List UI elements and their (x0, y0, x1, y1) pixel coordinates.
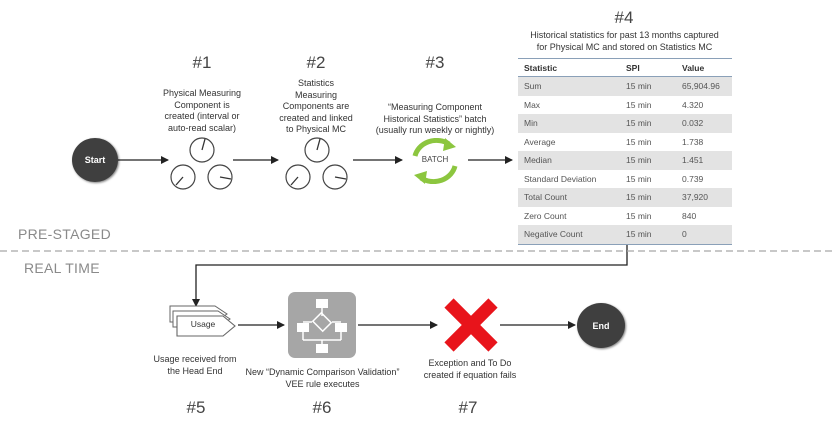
caption-line: Components are (282, 101, 350, 111)
table-cell: 65,904.96 (676, 76, 732, 96)
caption-line: Measuring (294, 89, 338, 100)
start-node-label: Start (84, 155, 106, 165)
table-cell: 4.320 (676, 95, 732, 114)
table-cell: 15 min (620, 132, 676, 151)
caption-line: Statistics (297, 78, 334, 88)
end-node: End (577, 303, 625, 348)
section-label-realtime: REAL TIME (24, 260, 100, 276)
caption-line: created (interval or (164, 111, 240, 121)
caption-line: Historical statistics for past 13 months… (530, 30, 719, 40)
caption-line: Usage received from (153, 354, 237, 364)
table-cell: 0 (676, 225, 732, 245)
statistics-meters-icon (285, 137, 348, 190)
batch-label: BATCH (421, 155, 449, 164)
table-cell: 15 min (620, 114, 676, 133)
section-label-prestaged: PRE-STAGED (18, 226, 111, 242)
table-cell: Zero Count (518, 206, 620, 225)
arrow-4-to-5 (192, 242, 628, 307)
step-4-number: #4 (614, 8, 634, 27)
caption-line: Physical Measuring (162, 88, 242, 98)
table-cell: Max (518, 95, 620, 114)
table-cell: Standard Deviation (518, 169, 620, 188)
step-7-caption: Exception and To Do created if equation … (415, 358, 525, 381)
caption-line: (usually run weekly or nightly) (375, 125, 495, 135)
step-5-caption: Usage received from the Head End (140, 354, 250, 377)
caption-line: for Physical MC and stored on Statistics… (536, 41, 713, 52)
caption-line: VEE rule executes (285, 378, 360, 389)
step-6-number: #6 (312, 398, 332, 417)
table-cell: 0.739 (676, 169, 732, 188)
table-cell: Total Count (518, 188, 620, 207)
table-cell: 15 min (620, 169, 676, 188)
table-header: Statistic (518, 58, 620, 77)
step-3-number: #3 (425, 53, 445, 72)
table-header: Value (676, 58, 732, 77)
red-x-icon (444, 298, 498, 352)
table-cell: 15 min (620, 188, 676, 207)
caption-line: created and linked (279, 112, 353, 123)
usage-documents-icon (169, 305, 236, 337)
caption-line: Historical Statistics” batch (383, 113, 487, 124)
table-cell: 1.451 (676, 151, 732, 170)
table-cell: 15 min (620, 95, 676, 114)
caption-line: to Physical MC (285, 124, 347, 134)
caption-line: the Head End (167, 365, 223, 376)
step-1-number: #1 (192, 53, 212, 72)
step-3-caption: “Measuring Component Historical Statisti… (365, 102, 505, 137)
step-2-number: #2 (306, 53, 326, 72)
table-cell: Average (518, 132, 620, 151)
caption-line: created if equation fails (423, 369, 517, 380)
step-1-caption: Physical Measuring Component is created … (152, 88, 252, 134)
table-cell: 840 (676, 206, 732, 225)
table-cell: Min (518, 114, 620, 133)
caption-line: New “Dynamic Comparison Validation” (245, 367, 400, 377)
table-header-row: Statistic SPI Value (518, 58, 732, 77)
usage-label: Usage (190, 319, 216, 329)
step-5-number: #5 (186, 398, 206, 417)
table-cell: 37,920 (676, 188, 732, 207)
end-node-label: End (592, 320, 610, 331)
table-cell: 15 min (620, 151, 676, 170)
step-6-caption: New “Dynamic Comparison Validation” VEE … (240, 367, 405, 390)
caption-line: Component is (174, 99, 230, 110)
table-header: SPI (620, 58, 676, 77)
table-cell: 0.032 (676, 114, 732, 133)
table-cell: 1.738 (676, 132, 732, 151)
step-4-caption: Historical statistics for past 13 months… (512, 30, 737, 53)
start-node: Start (72, 138, 118, 182)
table-cell: Median (518, 151, 620, 170)
step-2-caption: Statistics Measuring Components are crea… (266, 78, 366, 136)
step-7-number: #7 (458, 398, 478, 417)
flowchart-icon (288, 292, 356, 358)
table-cell: Sum (518, 76, 620, 96)
table-cell: 15 min (620, 225, 676, 245)
caption-line: Exception and To Do (428, 358, 512, 368)
table-cell: 15 min (620, 206, 676, 225)
meters-icon (170, 137, 233, 190)
table-cell: Negative Count (518, 225, 620, 245)
caption-line: “Measuring Component (387, 102, 483, 112)
caption-line: auto-read scalar) (167, 122, 237, 133)
table-cell: 15 min (620, 76, 676, 96)
batch-cycle-icon (412, 138, 458, 184)
